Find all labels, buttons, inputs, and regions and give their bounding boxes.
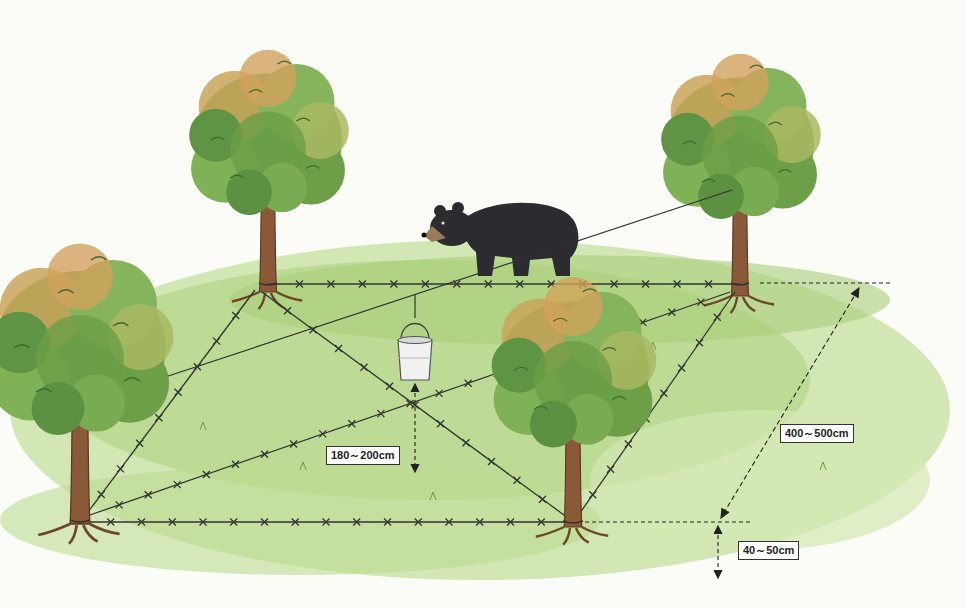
barb <box>463 439 470 446</box>
tree <box>189 50 349 309</box>
barb <box>516 281 523 288</box>
tree <box>492 277 657 545</box>
barb <box>384 519 391 526</box>
barb <box>714 314 721 321</box>
barb <box>200 519 207 526</box>
barb <box>678 365 685 372</box>
barb <box>335 345 342 352</box>
barb <box>107 519 114 526</box>
barb <box>437 420 444 427</box>
dimension-line <box>411 283 890 578</box>
barb <box>611 281 618 288</box>
bait-bucket <box>398 295 432 380</box>
barb <box>422 281 429 288</box>
barb <box>261 451 268 458</box>
barb <box>485 281 492 288</box>
barb <box>138 519 145 526</box>
barb <box>359 281 366 288</box>
dimension-label: 400～500cm <box>780 424 854 443</box>
barb <box>203 471 210 478</box>
barb <box>361 364 368 371</box>
barb <box>514 477 521 484</box>
barb <box>348 420 355 427</box>
barb <box>327 281 334 288</box>
barb <box>696 339 703 346</box>
bear <box>422 202 579 276</box>
barb <box>232 312 239 319</box>
barb <box>213 338 220 345</box>
barb <box>175 389 182 396</box>
barb <box>386 383 393 390</box>
barb <box>136 440 143 447</box>
barb <box>292 519 299 526</box>
barb <box>407 400 414 407</box>
barb <box>390 281 397 288</box>
barb <box>507 519 514 526</box>
barb <box>446 519 453 526</box>
barb <box>642 281 649 288</box>
barb <box>230 519 237 526</box>
barb <box>98 491 105 498</box>
barb <box>436 390 443 397</box>
barb <box>284 307 291 314</box>
barb <box>607 466 614 473</box>
barb <box>697 299 704 306</box>
barb <box>117 465 124 472</box>
dimension-label: 180～200cm <box>326 446 400 465</box>
barb <box>539 496 546 503</box>
barb <box>625 441 632 448</box>
dimension-label: 40～50cm <box>738 541 799 560</box>
barb <box>145 491 152 498</box>
barb <box>290 441 297 448</box>
barb <box>232 461 239 468</box>
barb <box>668 309 675 316</box>
barb <box>589 491 596 498</box>
barb <box>323 519 330 526</box>
barb <box>377 410 384 417</box>
barb <box>415 519 422 526</box>
barb <box>174 481 181 488</box>
barb <box>116 501 123 508</box>
barb <box>296 281 303 288</box>
barb <box>319 430 326 437</box>
barb <box>155 414 162 421</box>
barb <box>353 519 360 526</box>
barb <box>169 519 176 526</box>
wire-tie <box>70 283 749 523</box>
barb <box>674 281 681 288</box>
barb <box>488 458 495 465</box>
barb <box>476 519 483 526</box>
tree <box>661 54 821 313</box>
tree <box>0 244 174 544</box>
barb <box>261 519 268 526</box>
barb <box>705 281 712 288</box>
barb <box>465 380 472 387</box>
barb <box>660 390 667 397</box>
barb <box>538 519 545 526</box>
